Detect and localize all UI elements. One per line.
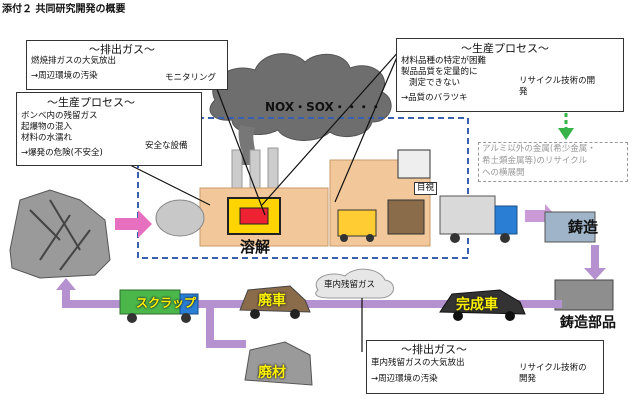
process-left-title: ～生産プロセス～ bbox=[47, 96, 135, 109]
scrap-pile bbox=[9, 189, 111, 279]
forklift bbox=[337, 209, 377, 237]
visual-check-label: 目視 bbox=[414, 182, 438, 195]
factory-chimney-1 bbox=[231, 149, 243, 191]
process-left-line-1: ボンベ内の残留ガス bbox=[21, 111, 98, 121]
process-left-line-3: 材料の水濡れ bbox=[21, 133, 73, 143]
exhaust-gas-line-1: 燃焼排ガスの大気放出 bbox=[31, 56, 117, 66]
process-left-line-2: 起爆物の混入 bbox=[21, 122, 73, 132]
rare-metal-box: アルミ以外の金属(希少金属・ 希土類金属等)のリサイクル への横展開 bbox=[478, 142, 628, 182]
exhaust-gas-line-2: →周辺環境の汚染 bbox=[31, 71, 98, 81]
truck-cab bbox=[494, 205, 518, 235]
truck-cargo bbox=[439, 195, 496, 235]
process-box-left: ～生産プロセス～ ボンベ内の残留ガス 起爆物の混入 材料の水濡れ →爆発の危険(… bbox=[16, 92, 202, 166]
process-right-line-2: 製品品質を定量的に bbox=[401, 67, 478, 77]
aluminum-chips bbox=[155, 199, 205, 237]
cast-parts-label: 鋳造部品 bbox=[560, 315, 616, 331]
process-frame bbox=[137, 117, 469, 259]
arrow-scrap-to-chips bbox=[115, 210, 152, 238]
exhaust-gas-title: ～排出ガス～ bbox=[89, 43, 155, 56]
exhaust-bottom-title: ～排出ガス～ bbox=[401, 343, 467, 356]
recycle-tech-label-bottom: リサイクル技術の開発 bbox=[519, 363, 587, 384]
recycle-tech-label-right: リサイクル技術の開発 bbox=[519, 76, 596, 97]
factory-chimney-3 bbox=[267, 147, 279, 191]
finished-car-label: 完成車 bbox=[456, 297, 498, 313]
rare-metal-line-1: アルミ以外の金属(希少金属・ bbox=[482, 144, 596, 154]
flow-casting-down bbox=[584, 245, 606, 280]
process-right-line-3: 測定できない bbox=[409, 78, 461, 88]
process-left-line-4: →爆発の危険(不安全) bbox=[21, 148, 103, 158]
monitoring-label: モニタリング bbox=[165, 73, 217, 83]
flow-bottom-line bbox=[62, 300, 562, 308]
process-right-line-1: 材料品種の特定が困難 bbox=[401, 56, 487, 66]
process-right-line-4: →品質のバラツキ bbox=[401, 93, 468, 103]
melting-label: 溶解 bbox=[240, 238, 271, 256]
waste-pile bbox=[244, 341, 313, 386]
flow-up-left bbox=[56, 278, 76, 300]
exhaust-gas-box-bottom: ～排出ガス～ 車内残留ガスの大気放出 →周辺環境の汚染 リサイクル技術の開発 bbox=[366, 340, 604, 394]
residual-gas-label: 車内残留ガス bbox=[324, 280, 376, 290]
waste-material-label: 廃材 bbox=[258, 365, 286, 381]
scrap-truck-cargo bbox=[119, 289, 181, 315]
casting-machine bbox=[544, 211, 596, 243]
exhaust-gas-box-top: ～排出ガス～ 燃焼排ガスの大気放出 →周辺環境の汚染 モニタリング bbox=[26, 40, 228, 90]
factory-chimney-2 bbox=[249, 149, 261, 191]
exhaust-bottom-line-2: →周辺環境の汚染 bbox=[371, 374, 438, 384]
monitor-small bbox=[397, 149, 431, 179]
process-right-title: ～生産プロセス～ bbox=[461, 42, 549, 55]
page-title: 添付２ 共同研究開発の概要 bbox=[2, 4, 126, 15]
engine-block bbox=[554, 279, 614, 311]
rare-metal-line-2: 希土類金属等)のリサイクル bbox=[482, 156, 587, 166]
furnace-inner bbox=[239, 207, 269, 225]
rare-metal-line-3: への横展開 bbox=[482, 168, 525, 178]
safe-equipment-label: 安全な設備 bbox=[145, 141, 188, 151]
emissions-label: NOX・SOX・・・・ bbox=[265, 100, 382, 114]
process-box-right: ～生産プロセス～ 材料品種の特定が困難 製品品質を定量的に 測定できない →品質… bbox=[396, 38, 624, 112]
residual-gas-cloud bbox=[315, 268, 394, 299]
scrap-label: スクラップ bbox=[136, 296, 197, 310]
exhaust-bottom-line-1: 車内残留ガスの大気放出 bbox=[371, 358, 465, 368]
casting-label: 鋳造 bbox=[568, 218, 599, 236]
scrapped-car-label: 廃車 bbox=[258, 293, 286, 309]
analyzer-desk bbox=[387, 199, 425, 235]
flow-down-left bbox=[206, 304, 214, 344]
flow-to-waste bbox=[206, 340, 246, 348]
